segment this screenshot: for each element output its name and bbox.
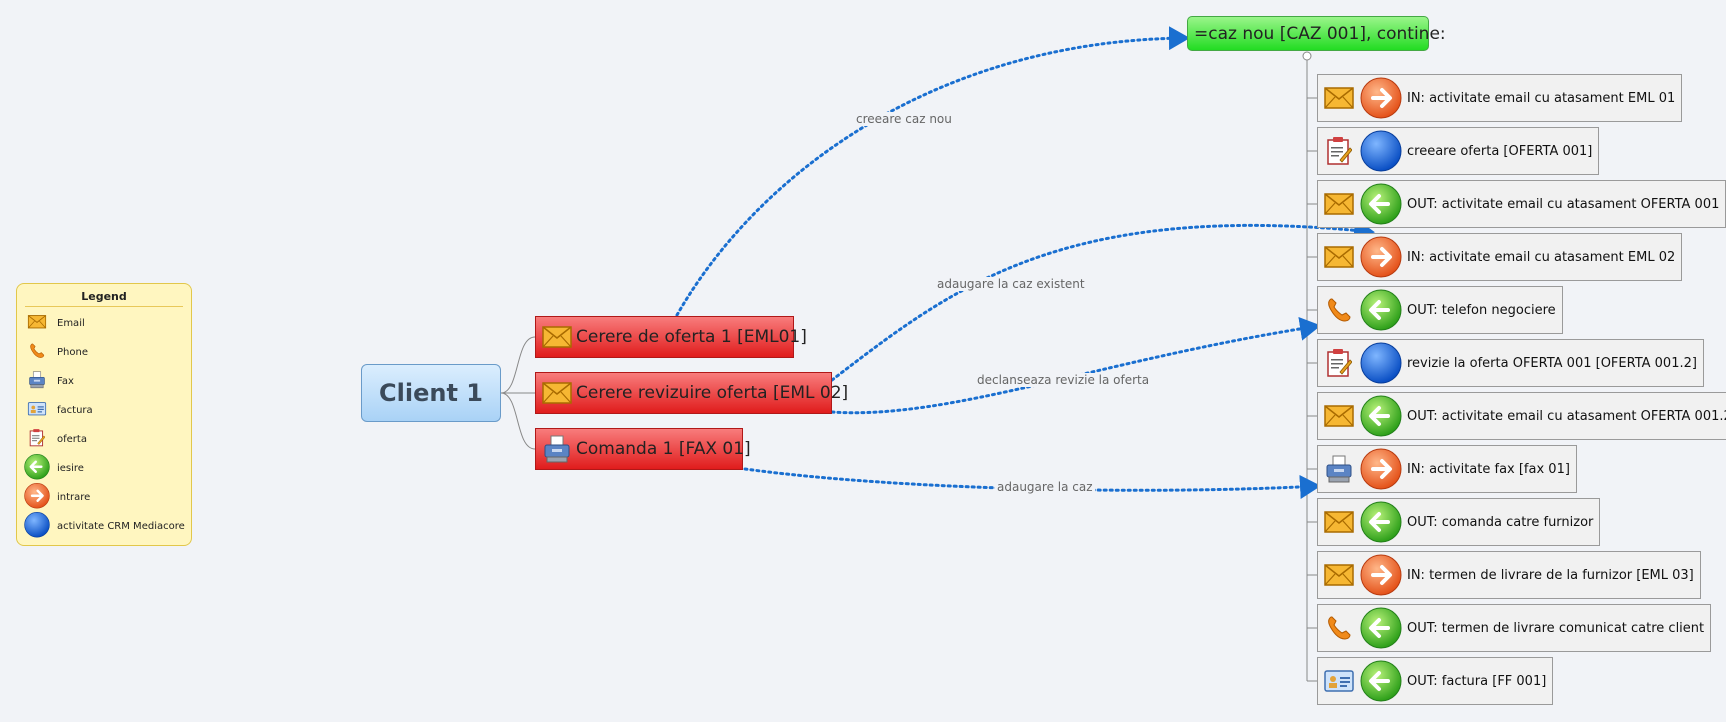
exit-icon bbox=[1359, 606, 1403, 650]
activity-node[interactable]: OUT: termen de livrare comunicat catre c… bbox=[1317, 604, 1712, 652]
offer-icon bbox=[1321, 133, 1357, 169]
activity-node[interactable]: IN: activitate email cu atasament EML 01 bbox=[1317, 74, 1683, 122]
activity-label: IN: termen de livrare de la furnizor [EM… bbox=[1407, 567, 1694, 583]
invoice-icon bbox=[25, 398, 49, 422]
email-icon bbox=[1321, 557, 1357, 593]
request-node-order[interactable]: Comanda 1 [FAX 01] bbox=[535, 428, 751, 470]
legend-item: activitate CRM Mediacore bbox=[24, 512, 185, 539]
activity-node[interactable]: IN: activitate email cu atasament EML 02 bbox=[1317, 233, 1683, 281]
email-icon bbox=[542, 321, 572, 353]
activity-label: OUT: factura [FF 001] bbox=[1407, 673, 1547, 689]
activity-node[interactable]: OUT: activitate email cu atasament OFERT… bbox=[1317, 392, 1726, 440]
legend-item-label: Email bbox=[57, 317, 85, 329]
exit-icon bbox=[1359, 394, 1403, 438]
offer-icon bbox=[1321, 345, 1357, 381]
legend-item: intrare bbox=[24, 483, 91, 510]
legend-item-label: factura bbox=[57, 404, 93, 416]
offer-icon bbox=[25, 427, 49, 451]
activity-node[interactable]: revizie la oferta OFERTA 001 [OFERTA 001… bbox=[1317, 339, 1704, 387]
legend-item: Email bbox=[25, 310, 85, 336]
exit-icon bbox=[1359, 182, 1403, 226]
activity-label: OUT: telefon negociere bbox=[1407, 302, 1556, 318]
link-create-case bbox=[675, 26, 1190, 317]
activity-node[interactable]: OUT: telefon negociere bbox=[1317, 286, 1563, 334]
legend-item-label: Fax bbox=[57, 375, 74, 387]
case-node[interactable]: =caz nou [CAZ 001], contine: bbox=[1187, 16, 1446, 51]
entry-icon bbox=[1359, 447, 1403, 491]
email-icon bbox=[1321, 504, 1357, 540]
email-icon bbox=[1321, 239, 1357, 275]
legend-item: oferta bbox=[25, 426, 87, 452]
exit-icon bbox=[1359, 659, 1403, 703]
activity-label: IN: activitate email cu atasament EML 02 bbox=[1407, 249, 1676, 265]
activity-label: creeare oferta [OFERTA 001] bbox=[1407, 143, 1593, 159]
activity-label: OUT: comanda catre furnizor bbox=[1407, 514, 1594, 530]
activity-label: revizie la oferta OFERTA 001 [OFERTA 001… bbox=[1407, 355, 1697, 371]
activity-node[interactable]: OUT: activitate email cu atasament OFERT… bbox=[1317, 180, 1726, 228]
invoice-icon bbox=[1321, 663, 1357, 699]
branch-connector bbox=[500, 392, 536, 450]
activity-node[interactable]: creeare oferta [OFERTA 001] bbox=[1317, 127, 1600, 175]
email-icon bbox=[1321, 186, 1357, 222]
link-label-trigger-revision: declanseaza revizie la oferta bbox=[975, 373, 1152, 387]
activity-label: OUT: activitate email cu atasament OFERT… bbox=[1407, 408, 1726, 424]
request-label: Cerere revizuire oferta [EML 02] bbox=[576, 383, 849, 403]
exit-icon bbox=[24, 454, 50, 480]
legend-item: Fax bbox=[25, 368, 74, 394]
entry-icon bbox=[1359, 76, 1403, 120]
legend-item-label: activitate CRM Mediacore bbox=[57, 520, 185, 532]
case-label: =caz nou [CAZ 001], contine: bbox=[1194, 23, 1446, 44]
legend-item-label: intrare bbox=[57, 491, 91, 503]
entry-icon bbox=[1359, 553, 1403, 597]
phone-icon bbox=[1321, 610, 1357, 646]
email-icon bbox=[1321, 80, 1357, 116]
legend-item-label: oferta bbox=[57, 433, 87, 445]
legend-item: factura bbox=[25, 397, 93, 423]
fax-icon bbox=[542, 433, 572, 465]
email-icon bbox=[25, 311, 49, 335]
activity-node[interactable]: OUT: factura [FF 001] bbox=[1317, 657, 1554, 705]
activity-node[interactable]: IN: activitate fax [fax 01] bbox=[1317, 445, 1577, 493]
link-label-add-case: adaugare la caz bbox=[995, 480, 1095, 494]
fax-icon bbox=[25, 369, 49, 393]
client-node[interactable]: Client 1 bbox=[361, 364, 501, 422]
legend-item-label: iesire bbox=[57, 462, 84, 474]
legend-item-label: Phone bbox=[57, 346, 88, 358]
crm-activity-icon bbox=[1359, 341, 1403, 385]
activity-label: IN: activitate fax [fax 01] bbox=[1407, 461, 1570, 477]
phone-icon bbox=[1321, 292, 1357, 328]
request-node-offer[interactable]: Cerere de oferta 1 [EML01] bbox=[535, 316, 807, 358]
link-trigger-revision bbox=[830, 316, 1321, 415]
legend-item: Phone bbox=[25, 339, 88, 365]
request-node-revision[interactable]: Cerere revizuire oferta [EML 02] bbox=[535, 372, 848, 414]
request-label: Comanda 1 [FAX 01] bbox=[576, 439, 751, 459]
email-icon bbox=[542, 377, 572, 409]
activity-node[interactable]: OUT: comanda catre furnizor bbox=[1317, 498, 1601, 546]
crm-activity-icon bbox=[1359, 129, 1403, 173]
phone-icon bbox=[25, 340, 49, 364]
legend-title: Legend bbox=[25, 290, 183, 307]
fax-icon bbox=[1321, 451, 1357, 487]
collapse-toggle[interactable] bbox=[1302, 51, 1312, 61]
link-add-existing bbox=[830, 218, 1375, 382]
email-icon bbox=[1321, 398, 1357, 434]
entry-icon bbox=[24, 483, 50, 509]
link-label-create-case: creeare caz nou bbox=[854, 112, 954, 126]
crm-activity-icon bbox=[24, 512, 50, 538]
branch-connector bbox=[500, 336, 536, 394]
activity-node[interactable]: IN: termen de livrare de la furnizor [EM… bbox=[1317, 551, 1701, 599]
request-label: Cerere de oferta 1 [EML01] bbox=[576, 327, 807, 347]
entry-icon bbox=[1359, 235, 1403, 279]
activity-label: IN: activitate email cu atasament EML 01 bbox=[1407, 90, 1676, 106]
activity-label: OUT: termen de livrare comunicat catre c… bbox=[1407, 620, 1705, 636]
exit-icon bbox=[1359, 500, 1403, 544]
client-label: Client 1 bbox=[379, 379, 483, 407]
link-label-add-existing: adaugare la caz existent bbox=[935, 277, 1087, 291]
activity-label: OUT: activitate email cu atasament OFERT… bbox=[1407, 196, 1720, 212]
legend-item: iesire bbox=[24, 454, 84, 481]
exit-icon bbox=[1359, 288, 1403, 332]
